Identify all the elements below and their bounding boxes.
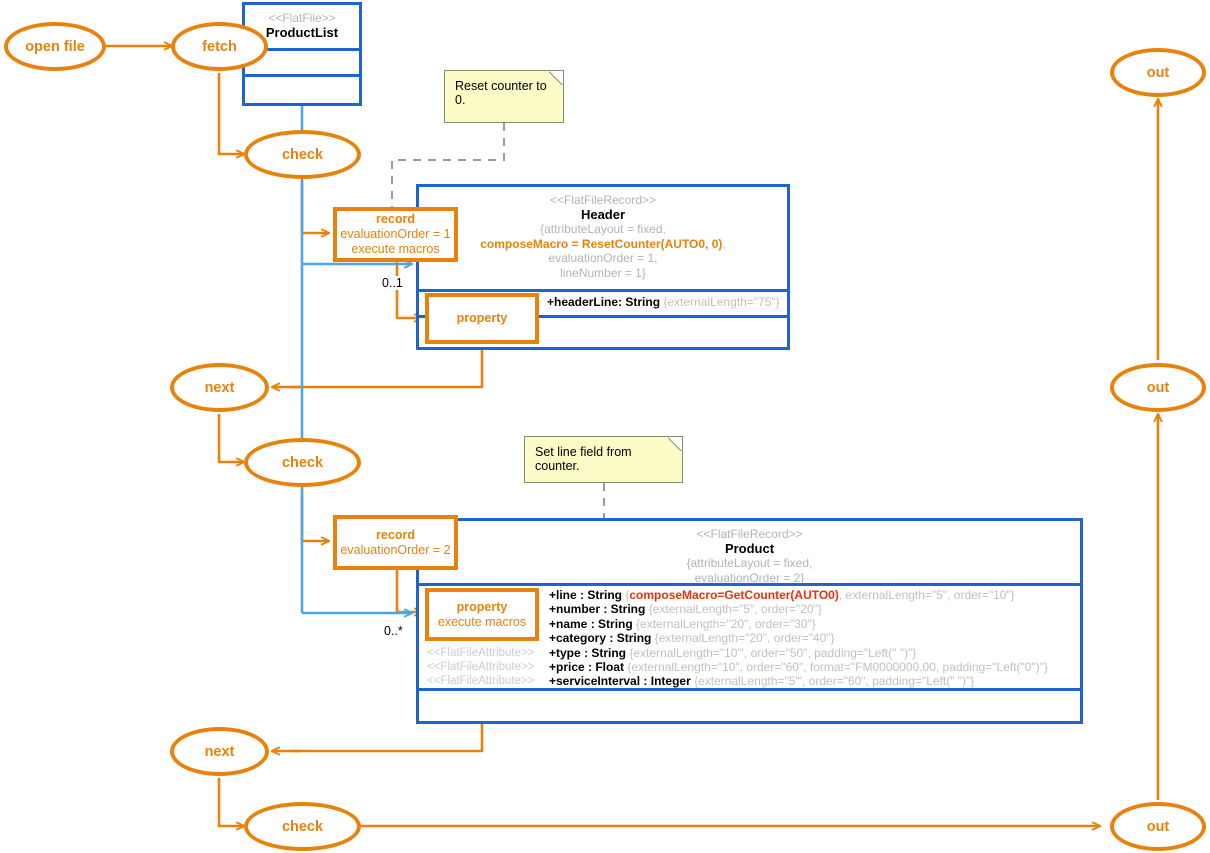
pin-record-1-order: evaluationOrder = 1 bbox=[340, 227, 451, 241]
note-reset-counter-text: Reset counter to 0. bbox=[455, 79, 547, 107]
product-attr-2-name: +name : String bbox=[549, 616, 633, 631]
product-header: <<FlatFileRecord>> Product {attributeLay… bbox=[419, 521, 1080, 586]
product-attr-1-tags: {externalLength="5", order="20"} bbox=[648, 602, 822, 617]
pin-property-1[interactable]: property bbox=[425, 293, 539, 344]
note-reset-counter[interactable]: Reset counter to 0. bbox=[444, 70, 564, 123]
action-open-file[interactable]: open file bbox=[4, 22, 106, 71]
header-header: <<FlatFileRecord>> Header {attributeLayo… bbox=[419, 187, 787, 292]
productlist-attributes bbox=[245, 51, 359, 77]
header-prop-line-4: lineNumber = 1} bbox=[560, 265, 646, 280]
pin-property-2[interactable]: property execute macros bbox=[425, 588, 539, 641]
attribute-row: +line : String {composeMacro=GetCounter(… bbox=[419, 588, 1080, 602]
action-check-2-label: check bbox=[281, 454, 324, 471]
action-next-1-label: next bbox=[204, 379, 235, 396]
product-attr-4-stereotype: <<FlatFileAttribute>> bbox=[427, 646, 535, 659]
header-name: Header bbox=[580, 206, 626, 222]
action-out-2-label: out bbox=[1146, 379, 1170, 396]
product-attr-3-tags: {externalLength="20", order="40"} bbox=[654, 631, 835, 646]
product-attr-0-name: +line : String bbox=[549, 588, 623, 602]
pin-property-1-title: property bbox=[456, 311, 508, 325]
product-attr-4-tags: {externalLength="10"', order="50", paddi… bbox=[629, 645, 917, 660]
attribute-row: <<FlatFileAttribute>> +price : Float {ex… bbox=[419, 660, 1080, 674]
attribute-row: +number : String {externalLength="5", or… bbox=[419, 602, 1080, 616]
action-out-2[interactable]: out bbox=[1110, 363, 1206, 412]
action-fetch-label: fetch bbox=[202, 38, 237, 55]
product-attr-3-name: +category : String bbox=[549, 631, 652, 646]
pin-property-2-title: property bbox=[456, 599, 508, 614]
product-attr-0-macro: composeMacro=GetCounter(AUTO0) bbox=[629, 588, 839, 602]
productlist-header: <<FlatFile>> ProductList bbox=[245, 5, 359, 51]
action-out-1-label: out bbox=[1146, 64, 1170, 81]
action-next-2[interactable]: next bbox=[170, 727, 269, 776]
action-check-3-label: check bbox=[281, 818, 324, 835]
productlist-name: ProductList bbox=[265, 24, 339, 40]
action-check-1[interactable]: check bbox=[244, 130, 361, 179]
pin-record-1-macros: execute macros bbox=[351, 242, 440, 256]
product-attr-0-tags: , externalLength="5", order="10"} bbox=[838, 588, 1015, 602]
pin-record-2[interactable]: record evaluationOrder = 2 bbox=[333, 515, 458, 570]
class-header[interactable]: <<FlatFileRecord>> Header {attributeLayo… bbox=[416, 184, 790, 350]
attribute-row: <<FlatFileAttribute>> +type : String {ex… bbox=[419, 646, 1080, 660]
header-attr-0-name: +headerLine: String bbox=[547, 295, 661, 309]
attribute-row: <<FlatFileAttribute>> +category : String… bbox=[419, 631, 1080, 645]
header-compose-macro: composeMacro = ResetCounter(AUTO0, 0) bbox=[480, 236, 723, 251]
product-attr-0-open: { bbox=[625, 588, 630, 602]
pin-record-1[interactable]: record evaluationOrder = 1 execute macro… bbox=[333, 207, 458, 262]
action-out-3-label: out bbox=[1146, 818, 1170, 835]
note-fold-line-icon bbox=[549, 71, 563, 85]
product-attr-1-name: +number : String bbox=[549, 602, 646, 617]
header-prop-macro-row: composeMacro = ResetCounter(AUTO0, 0), bbox=[419, 237, 787, 252]
pin-property-2-macros: execute macros bbox=[437, 614, 527, 629]
action-check-1-label: check bbox=[281, 146, 324, 163]
multiplicity-header: 0..1 bbox=[381, 276, 404, 290]
action-out-3[interactable]: out bbox=[1110, 802, 1206, 851]
pin-record-2-order: evaluationOrder = 2 bbox=[340, 542, 451, 557]
product-attr-4-name: +type : String bbox=[549, 645, 627, 660]
note-set-line[interactable]: Set line field from counter. bbox=[524, 436, 683, 483]
attribute-row: <<FlatFileAttribute>> +serviceInterval :… bbox=[419, 674, 1080, 688]
product-attr-6-tags: {externalLength="5"', order="60", paddin… bbox=[694, 674, 975, 689]
product-prop-line-2: evaluationOrder = 2} bbox=[694, 570, 805, 585]
product-attr-5-tags: {externalLength="10", order="60", format… bbox=[627, 660, 1048, 675]
product-stereotype: <<FlatFileRecord>> bbox=[696, 527, 803, 541]
product-attr-5-stereotype: <<FlatFileAttribute>> bbox=[427, 661, 535, 674]
header-attr-0-tags: {externalLength="75"} bbox=[663, 295, 780, 309]
header-compose-macro-comma: , bbox=[722, 236, 726, 251]
action-check-2[interactable]: check bbox=[244, 438, 361, 487]
action-open-file-label: open file bbox=[25, 38, 85, 55]
product-attributes: +line : String {composeMacro=GetCounter(… bbox=[419, 586, 1080, 691]
product-attr-6-name: +serviceInterval : Integer bbox=[549, 674, 691, 689]
product-operations bbox=[419, 691, 1080, 724]
action-fetch[interactable]: fetch bbox=[171, 22, 268, 71]
action-next-2-label: next bbox=[204, 743, 235, 760]
note-fold-line-icon bbox=[668, 437, 682, 451]
attribute-row: +headerLine: String {externalLength="75"… bbox=[419, 292, 787, 309]
productlist-operations bbox=[245, 77, 359, 106]
header-prop-line-1: {attributeLayout = fixed, bbox=[540, 222, 666, 236]
productlist-stereotype: <<FlatFile>> bbox=[268, 11, 336, 25]
header-attributes: +headerLine: String {externalLength="75"… bbox=[419, 292, 787, 318]
product-name: Product bbox=[724, 540, 775, 556]
product-attr-2-tags: {externalLength="20", order="30"} bbox=[636, 616, 816, 631]
header-stereotype: <<FlatFileRecord>> bbox=[549, 193, 657, 207]
product-attr-6-stereotype: <<FlatFileAttribute>> bbox=[427, 675, 535, 688]
action-next-1[interactable]: next bbox=[170, 363, 269, 412]
product-attribute-list: +line : String {composeMacro=GetCounter(… bbox=[419, 586, 1080, 688]
note-set-line-text: Set line field from counter. bbox=[535, 445, 632, 473]
pin-record-2-title: record bbox=[376, 527, 415, 542]
action-check-3[interactable]: check bbox=[244, 802, 361, 851]
multiplicity-product: 0..* bbox=[383, 624, 404, 638]
pin-record-1-title: record bbox=[376, 212, 415, 226]
header-prop-line-3: evaluationOrder = 1, bbox=[548, 251, 658, 265]
action-out-1[interactable]: out bbox=[1110, 48, 1206, 97]
product-prop-line-1: {attributeLayout = fixed, bbox=[686, 556, 813, 570]
attribute-row: +name : String {externalLength="20", ord… bbox=[419, 617, 1080, 631]
product-attr-5-name: +price : Float bbox=[549, 660, 625, 675]
